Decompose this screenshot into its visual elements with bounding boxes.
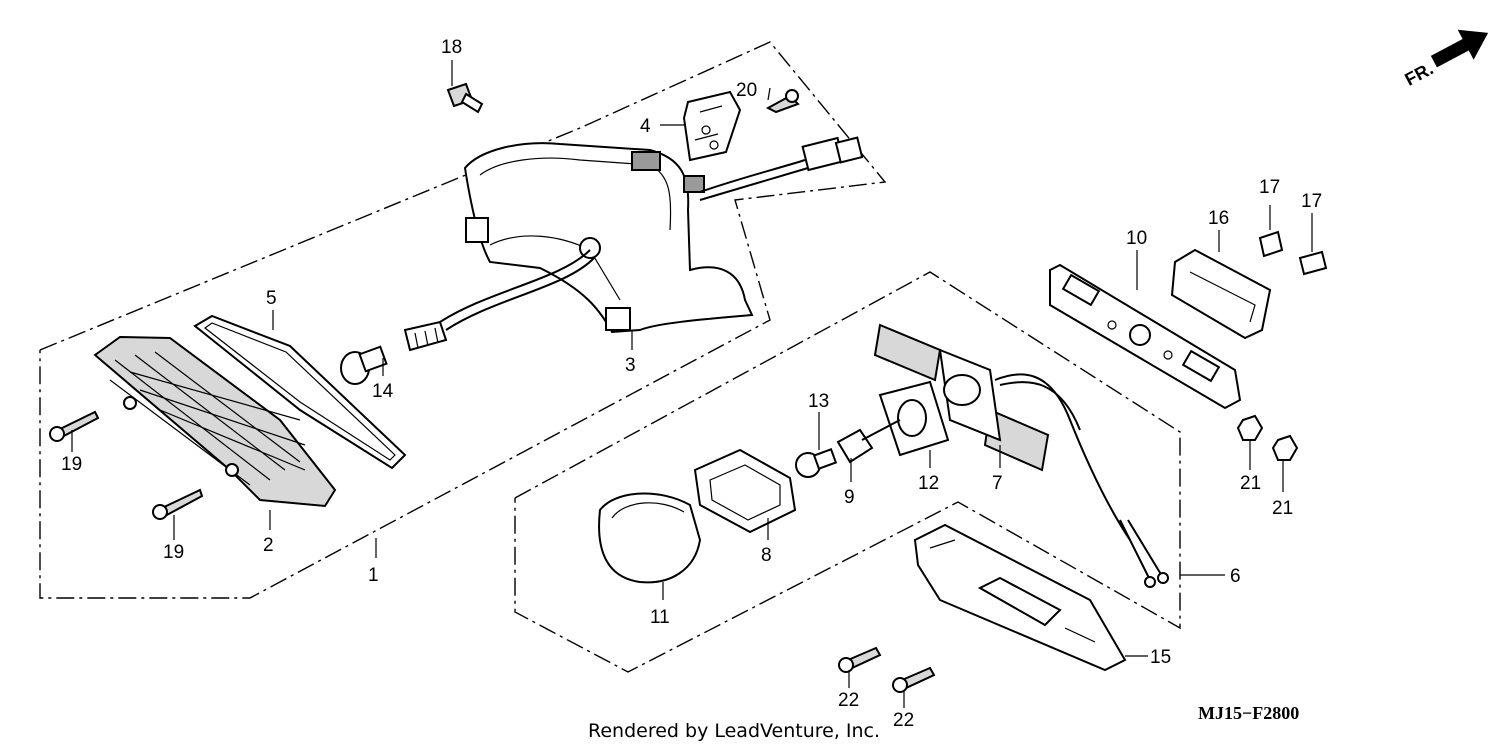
callout-22-right: 22 <box>893 710 914 731</box>
callout-leaders <box>71 60 1313 708</box>
license-bulb-base <box>812 448 838 470</box>
tail-light-lens-part <box>93 335 337 508</box>
callout-15: 15 <box>1150 647 1171 668</box>
callout-11: 11 <box>650 607 670 628</box>
license-light-cover-part <box>693 448 797 534</box>
callout-21-left: 21 <box>1240 473 1261 494</box>
callout-18: 18 <box>441 37 462 58</box>
cap-16-part <box>1170 248 1272 340</box>
callout-3: 3 <box>625 355 636 376</box>
callout-1: 1 <box>368 565 379 586</box>
callout-12: 12 <box>918 473 939 494</box>
license-mounting-plate-part <box>1049 263 1242 410</box>
screw-19-upper-part <box>49 410 100 442</box>
bolt-22-right-part <box>892 666 936 693</box>
callout-19-lower: 19 <box>163 542 184 563</box>
cap-16-detail <box>1189 271 1256 323</box>
tail-light-housing-part <box>403 136 864 352</box>
license-bracket-part <box>913 523 1127 672</box>
front-direction-arrow-icon <box>1430 29 1489 68</box>
callout-6: 6 <box>1230 566 1241 587</box>
callout-5: 5 <box>266 288 277 309</box>
callout-2: 2 <box>263 535 274 556</box>
grommet-17-left-part <box>1258 230 1284 258</box>
nut-21-right-part <box>1271 434 1299 461</box>
callout-20: 20 <box>736 80 757 101</box>
callout-4: 4 <box>640 116 651 137</box>
socket-plate-hole <box>897 399 927 437</box>
nut-21-left-part <box>1236 414 1264 441</box>
callout-16: 16 <box>1208 208 1229 229</box>
license-light-case-part <box>873 323 1169 588</box>
callout-7: 7 <box>992 473 1003 494</box>
bolt-22-left-part <box>838 646 882 673</box>
callout-8: 8 <box>761 545 772 566</box>
callout-13: 13 <box>808 391 829 412</box>
lens-gasket-inner-edge <box>203 322 396 461</box>
license-light-lens-part <box>598 492 702 584</box>
drawing-code: MJ15−F2800 <box>1198 703 1299 723</box>
grommet-17-right-part <box>1298 250 1328 276</box>
callout-21-right: 21 <box>1272 498 1293 519</box>
tail-bulb-part <box>340 345 388 385</box>
callout-10: 10 <box>1126 228 1147 249</box>
screw-19-lower-part <box>152 488 204 520</box>
bolt-18-part <box>446 82 484 114</box>
callout-22-left: 22 <box>838 690 859 711</box>
callout-17-right: 17 <box>1301 191 1322 212</box>
callout-19-upper: 19 <box>61 454 82 475</box>
lens-gasket-part <box>193 314 407 470</box>
render-credit: Rendered by LeadVenture, Inc. <box>588 720 880 742</box>
screw-20-head <box>785 89 799 103</box>
socket-wire <box>861 419 901 441</box>
callout-17-left: 17 <box>1259 177 1280 198</box>
license-light-cover-detail <box>709 464 781 521</box>
front-direction-marker: FR. <box>1402 29 1489 90</box>
bulb-socket-part <box>836 428 874 464</box>
callout-9: 9 <box>844 487 855 508</box>
bracket-part <box>682 90 742 162</box>
assembly-group-6-boundary <box>514 271 1181 673</box>
front-direction-label: FR. <box>1402 58 1437 89</box>
assembly-group-1-boundary <box>39 41 887 599</box>
callout-14: 14 <box>372 381 394 402</box>
